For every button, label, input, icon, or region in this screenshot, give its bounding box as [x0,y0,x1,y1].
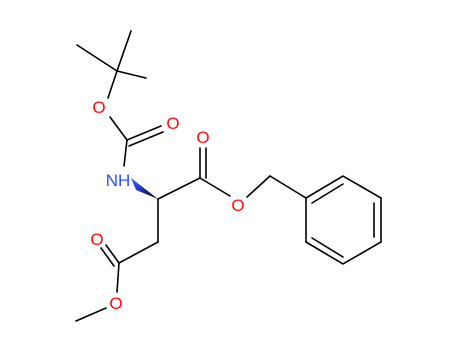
bond [105,244,120,264]
benzene-ring [305,175,382,265]
bond [116,262,120,293]
oxygen-label-benzyl-ester: O [231,196,244,215]
bond [199,177,231,197]
oxygen-label-boc-ether: O [92,98,105,117]
oxygen-label-methyl-ester: O [109,294,122,313]
bond-layer [75,30,382,322]
bond [100,247,115,267]
bond [118,241,159,264]
atom-label-layer: O O NH O O O O [90,98,244,313]
bond [107,70,118,99]
aromatic-bond [311,183,344,204]
aromatic-bond [311,237,344,258]
oxygen-label-methyl-carbonyl: O [90,230,103,249]
wedge-bond [131,178,158,199]
bond [76,44,118,72]
oxygen-label-benzyl-carbonyl: O [196,128,209,147]
bond [157,177,201,200]
oxygen-label-boc-carbonyl: O [166,114,179,133]
bond [128,131,164,147]
bond [116,70,147,79]
bond [109,116,128,141]
bond [75,307,107,322]
bond [126,125,162,141]
bond [116,30,132,72]
bond [269,175,307,199]
nitrogen-label-nh: NH [106,171,131,190]
bond [123,139,128,167]
bond [246,175,271,198]
